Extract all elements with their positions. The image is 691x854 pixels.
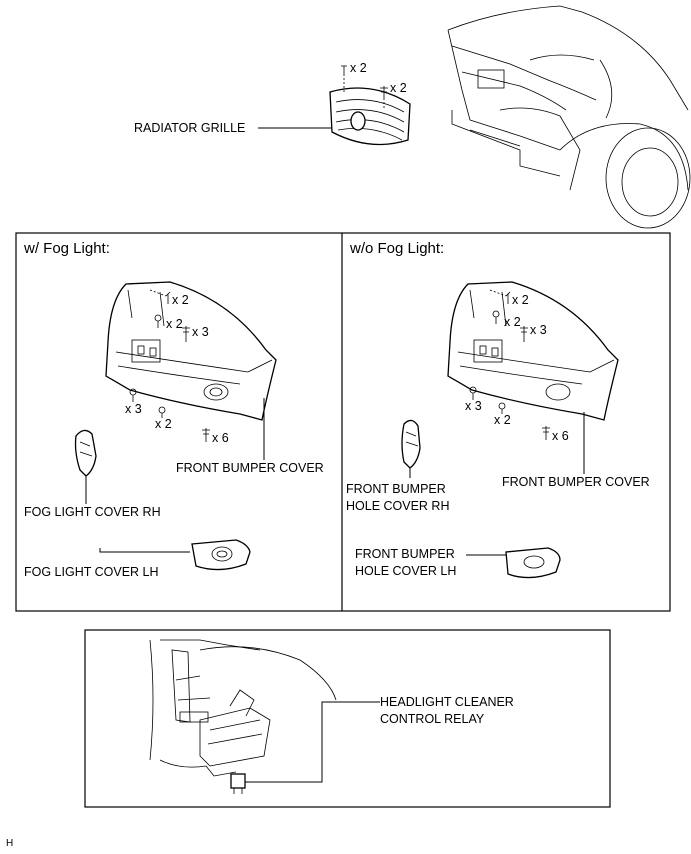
grille-clip-qty: x 2 xyxy=(350,61,367,75)
nofog-qty-clip-a: x 2 xyxy=(512,293,529,307)
screw-icon xyxy=(492,310,500,324)
fog-light-cover-lh-part xyxy=(191,539,251,571)
engine-bay-drawing xyxy=(149,639,337,777)
radiator-grille-label: RADIATOR GRILLE xyxy=(134,121,245,135)
relay-label-line1: HEADLIGHT CLEANER xyxy=(380,695,514,709)
headlight-cleaner-relay-part xyxy=(230,773,246,794)
hole-cover-rh-label-line2: HOLE COVER RH xyxy=(346,499,450,513)
screw-icon xyxy=(498,402,506,414)
bolt-icon xyxy=(520,326,528,342)
clip-icon xyxy=(489,289,511,304)
front-bumper-hole-cover-lh-part xyxy=(505,547,561,579)
fog-front-bumper-cover-label: FRONT BUMPER COVER xyxy=(176,461,324,475)
nofog-qty-screw-b: x 3 xyxy=(465,399,482,413)
panel-with-fog-light: w/ Fog Light: x 2 x 2 x 3 x 3 x 2 x 6 FR… xyxy=(23,240,324,579)
clip-icon xyxy=(149,289,171,304)
fog-qty-screw-c: x 2 xyxy=(155,417,172,431)
screw-icon xyxy=(380,86,388,110)
relay-panel-frame xyxy=(84,629,611,808)
front-bumper-cover-part xyxy=(447,281,619,421)
screw-icon xyxy=(154,314,162,328)
fog-light-cover-lh-label: FOG LIGHT COVER LH xyxy=(24,565,159,579)
screw-icon xyxy=(469,386,477,400)
fog-qty-bolt-a: x 3 xyxy=(192,325,209,339)
nofog-front-bumper-cover-label: FRONT BUMPER COVER xyxy=(502,475,650,489)
nofog-qty-bolt-a: x 3 xyxy=(530,323,547,337)
bolt-icon xyxy=(202,428,210,442)
front-bumper-cover-part xyxy=(105,281,277,421)
bolt-icon xyxy=(542,426,550,440)
panel-heading-nofog: w/o Fog Light: xyxy=(349,240,444,257)
grille-screw-qty: x 2 xyxy=(390,81,407,95)
screw-icon xyxy=(158,406,166,418)
nofog-qty-screw-a: x 2 xyxy=(504,315,521,329)
bumper-panels-frame xyxy=(15,232,671,612)
nofog-qty-screw-c: x 2 xyxy=(494,413,511,427)
bolt-icon xyxy=(182,326,190,342)
fog-qty-bolt-b: x 6 xyxy=(212,431,229,445)
hole-cover-lh-label-line2: HOLE COVER LH xyxy=(355,564,456,578)
clip-icon xyxy=(341,65,347,92)
fog-qty-clip-a: x 2 xyxy=(172,293,189,307)
hole-cover-rh-label-line1: FRONT BUMPER xyxy=(346,482,446,496)
nofog-qty-bolt-b: x 6 xyxy=(552,429,569,443)
front-bumper-hole-cover-rh-part xyxy=(401,419,421,469)
radiator-grille-part xyxy=(329,87,411,146)
screw-icon xyxy=(129,388,137,402)
footer-code: H xyxy=(6,838,13,849)
fog-light-cover-rh-label: FOG LIGHT COVER RH xyxy=(24,505,161,519)
hole-cover-lh-label-line1: FRONT BUMPER xyxy=(355,547,455,561)
fog-qty-screw-b: x 3 xyxy=(125,402,142,416)
panel-heading-fog: w/ Fog Light: xyxy=(23,240,110,257)
vehicle-front-drawing xyxy=(447,5,691,229)
relay-label-line2: CONTROL RELAY xyxy=(380,712,485,726)
fog-qty-screw-a: x 2 xyxy=(166,317,183,331)
panel-without-fog-light: w/o Fog Light: x 2 x 2 x 3 x 3 x 2 x 6 F… xyxy=(346,240,650,579)
fog-light-cover-rh-part xyxy=(74,429,97,477)
